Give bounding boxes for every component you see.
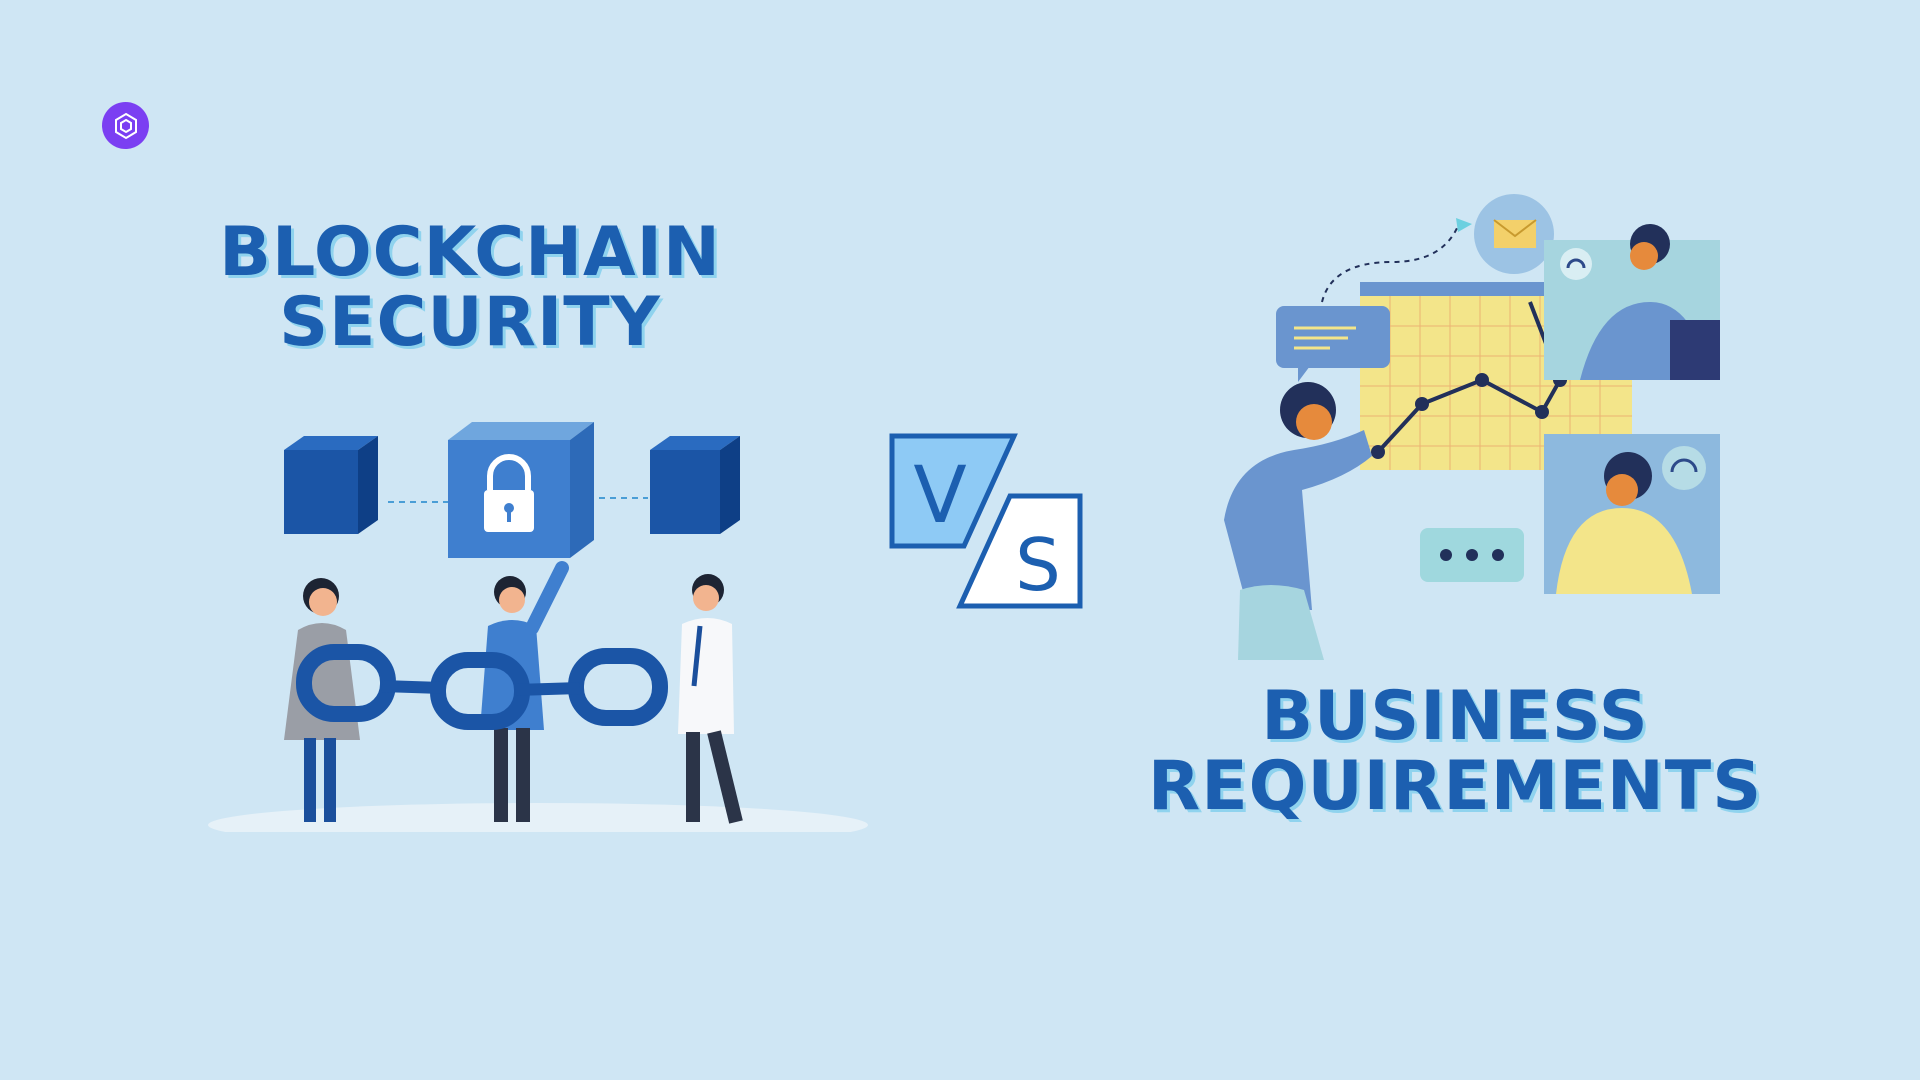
typing-bubble-icon (1420, 528, 1524, 582)
ground-shadow (208, 803, 868, 832)
hexagon-logo-icon (114, 112, 137, 139)
heading-line: BUSINESS (1261, 677, 1649, 756)
heading-line: SECURITY (279, 283, 661, 362)
blockchain-security-heading: BLOCKCHAIN SECURITY (170, 218, 770, 358)
blockchain-illustration (208, 422, 868, 832)
versus-badge: V S (889, 433, 1083, 609)
video-call-card-top (1544, 224, 1720, 380)
person-left (284, 578, 360, 822)
business-requirements-heading: BUSINESS REQUIREMENTS (1120, 682, 1790, 822)
heading-line: REQUIREMENTS (1147, 747, 1763, 826)
envelope-icon (1474, 194, 1554, 274)
vs-letter-s: S (1015, 523, 1061, 607)
vs-letter-v: V (913, 451, 966, 541)
speech-bubble-icon (1276, 306, 1390, 382)
brand-logo (102, 102, 149, 149)
cube-lock-icon (448, 422, 594, 558)
video-call-card-bottom (1544, 434, 1720, 594)
cube-right-icon (650, 436, 740, 534)
business-team-illustration (1224, 194, 1720, 660)
person-middle (480, 561, 569, 822)
person-presenting (1224, 382, 1372, 660)
heading-line: BLOCKCHAIN (219, 213, 721, 292)
cube-left-icon (284, 436, 378, 534)
person-right (678, 574, 743, 824)
